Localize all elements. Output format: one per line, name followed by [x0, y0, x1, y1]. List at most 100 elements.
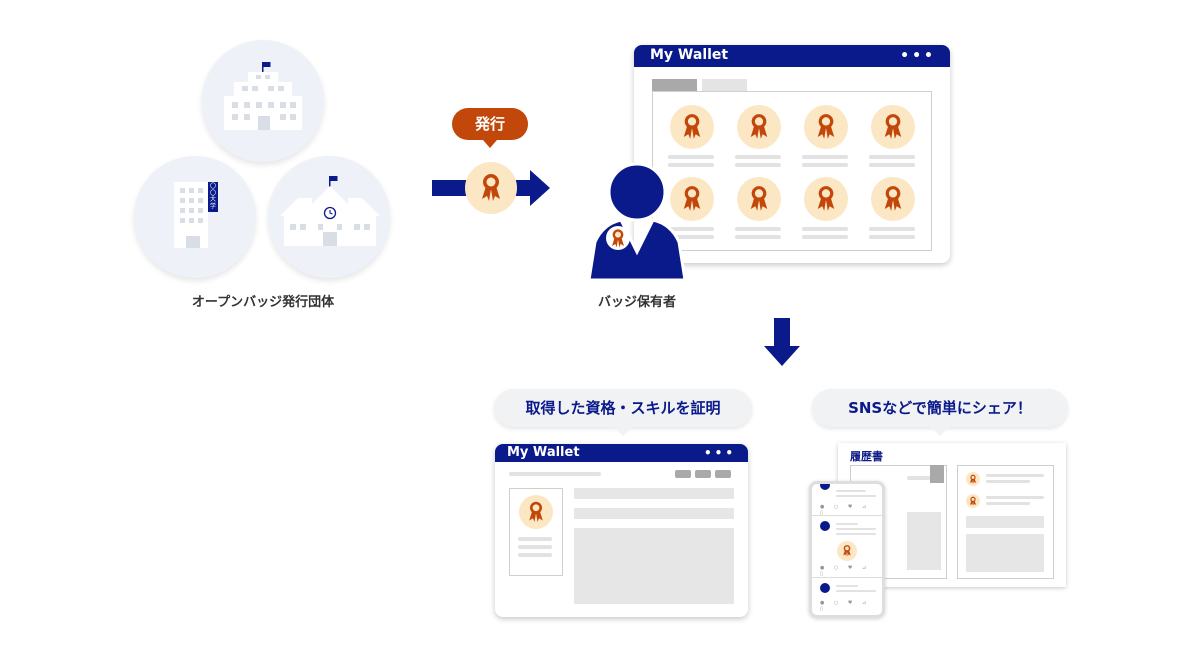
- phone-sns: ● ○ ♥ ⊿ ▯ ● ○ ♥ ⊿ ▯ ● ○ ♥ ⊿ ▯: [809, 481, 885, 618]
- badge-caption-placeholder: [668, 235, 714, 239]
- detail-bar: [574, 488, 734, 499]
- issuer-circle-left: 〇〇大学: [134, 156, 256, 278]
- text-placeholder: [836, 490, 866, 492]
- badge-ribbon-icon: [882, 184, 904, 212]
- issuer-circle-right: [268, 156, 390, 278]
- badge-caption-placeholder: [735, 227, 781, 231]
- sns-action-row[interactable]: ● ○ ♥ ⊿ ▯: [820, 600, 871, 612]
- wallet-tab[interactable]: [702, 79, 747, 91]
- building-sign: 〇〇大学: [209, 183, 216, 210]
- sns-badge: [837, 541, 857, 561]
- more-options-icon[interactable]: •••: [900, 48, 936, 64]
- text-placeholder: [518, 537, 552, 541]
- wallet-badge[interactable]: [804, 177, 848, 221]
- badge-caption-placeholder: [869, 155, 915, 159]
- toolbar-button[interactable]: [675, 470, 691, 478]
- badge-ribbon-icon: [479, 172, 503, 202]
- wallet-badge[interactable]: [670, 177, 714, 221]
- card-badge: [519, 495, 553, 529]
- resume-right-panel: [957, 465, 1054, 579]
- badge-ribbon-icon: [610, 228, 626, 248]
- badge-card[interactable]: [509, 488, 563, 576]
- badge-caption-placeholder: [802, 163, 848, 167]
- wallet-badge[interactable]: [670, 105, 714, 149]
- text-placeholder: [836, 585, 858, 587]
- issued-badge: [465, 162, 517, 214]
- office-building-icon: [174, 182, 218, 248]
- badge-ribbon-icon: [748, 184, 770, 212]
- share-bubble: SNSなどで簡単にシェア！: [812, 389, 1068, 436]
- holder-label: バッジ保有者: [597, 295, 676, 310]
- university-building-icon: [224, 62, 302, 130]
- holder-badge: [606, 226, 630, 250]
- badge-caption-placeholder: [735, 163, 781, 167]
- resume-title: 履歴書: [850, 450, 883, 463]
- badge-caption-placeholder: [735, 155, 781, 159]
- wallet-badge[interactable]: [737, 105, 781, 149]
- badge-ribbon-icon: [527, 500, 545, 523]
- wallet-title: My Wallet: [507, 445, 580, 460]
- detail-bar: [574, 508, 734, 519]
- sns-avatar: [820, 583, 830, 593]
- issue-bubble: 発行: [452, 108, 528, 148]
- text-placeholder: [836, 523, 858, 525]
- wallet-tab-active[interactable]: [652, 79, 697, 91]
- badge-caption-placeholder: [869, 227, 915, 231]
- badge-caption-placeholder: [802, 227, 848, 231]
- text-placeholder: [986, 480, 1030, 483]
- toolbar-placeholder: [509, 472, 601, 476]
- badge-caption-placeholder: [869, 163, 915, 167]
- resume-photo: [930, 465, 944, 483]
- sns-action-row[interactable]: ● ○ ♥ ⊿ ▯: [820, 565, 871, 577]
- toolbar-button[interactable]: [715, 470, 731, 478]
- school-building-icon: [280, 176, 380, 246]
- more-options-icon[interactable]: •••: [703, 446, 736, 460]
- detail-block: [574, 528, 734, 604]
- badge-caption-placeholder: [869, 235, 915, 239]
- text-placeholder: [518, 545, 552, 549]
- badge-ribbon-icon: [969, 496, 977, 506]
- text-placeholder: [986, 502, 1030, 505]
- wallet-titlebar: My Wallet •••: [634, 45, 950, 67]
- badge-ribbon-icon: [681, 112, 703, 140]
- badge-ribbon-icon: [815, 184, 837, 212]
- badge-caption-placeholder: [668, 155, 714, 159]
- wallet-title: My Wallet: [650, 47, 729, 63]
- badge-caption-placeholder: [802, 235, 848, 239]
- resume-block: [966, 534, 1044, 572]
- text-placeholder: [836, 533, 876, 535]
- sns-action-row[interactable]: ● ○ ♥ ⊿ ▯: [820, 504, 871, 516]
- badge-ribbon-icon: [842, 544, 852, 557]
- badge-ribbon-icon: [748, 112, 770, 140]
- text-placeholder: [836, 528, 876, 530]
- sns-avatar: [820, 521, 830, 531]
- wallet-badge[interactable]: [871, 177, 915, 221]
- issuer-circle-top: [202, 40, 324, 162]
- resume-block: [966, 516, 1044, 528]
- holder-person-icon: [587, 162, 687, 282]
- badge-ribbon-icon: [882, 112, 904, 140]
- sns-avatar: [820, 484, 830, 490]
- wallet-window-main: My Wallet •••: [634, 45, 950, 263]
- down-arrow: [764, 318, 800, 366]
- text-placeholder: [518, 553, 552, 557]
- badge-caption-placeholder: [735, 235, 781, 239]
- text-placeholder: [907, 476, 931, 480]
- badge-caption-placeholder: [802, 155, 848, 159]
- badge-ribbon-icon: [815, 112, 837, 140]
- wallet-window-small: My Wallet •••: [495, 444, 748, 617]
- wallet-badge[interactable]: [804, 105, 848, 149]
- certify-bubble: 取得した資格・スキルを証明: [494, 389, 752, 436]
- text-placeholder: [836, 495, 876, 497]
- toolbar-button[interactable]: [695, 470, 711, 478]
- text-placeholder: [836, 590, 876, 592]
- issuers-label: オープンバッジ発行団体: [191, 295, 335, 310]
- wallet-badge[interactable]: [871, 105, 915, 149]
- resume-badge: [966, 472, 980, 486]
- divider: [812, 577, 882, 578]
- text-placeholder: [986, 474, 1044, 477]
- text-placeholder: [986, 496, 1044, 499]
- wallet-badge[interactable]: [737, 177, 781, 221]
- resume-block: [907, 512, 941, 570]
- badge-caption-placeholder: [668, 227, 714, 231]
